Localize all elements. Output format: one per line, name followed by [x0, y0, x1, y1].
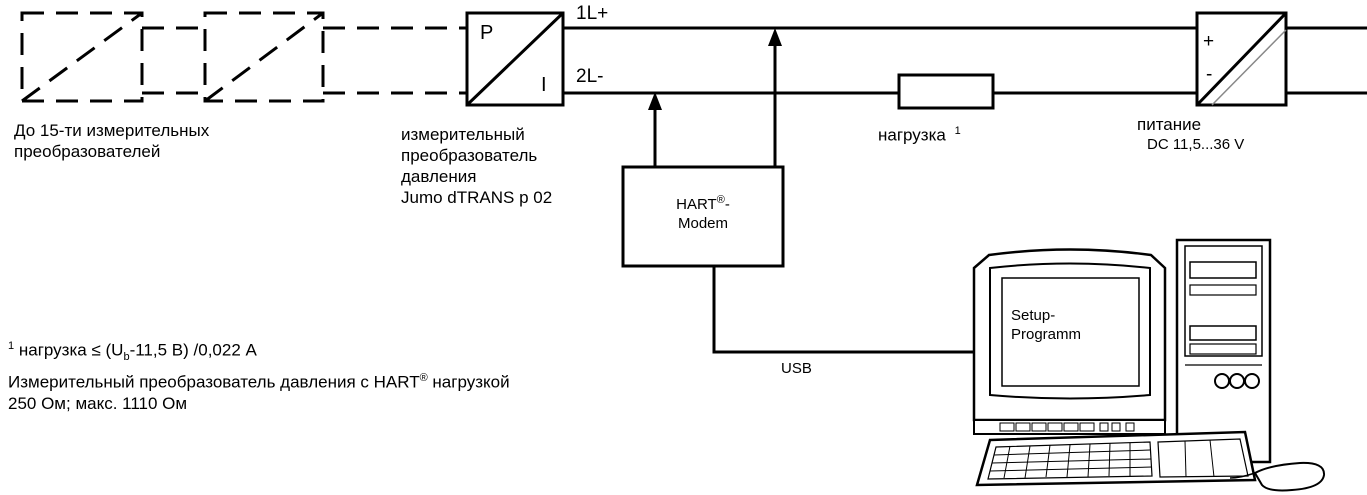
pc-tower [1175, 238, 1272, 464]
power-spec: DC 11,5...36 V [1147, 136, 1245, 153]
modem-hart-text: HART [676, 196, 717, 213]
power-minus: - [1206, 64, 1213, 85]
pressure-p-letter: P [480, 22, 494, 44]
modem-label: HART®- Modem [623, 191, 783, 233]
dashed-transducer-diagonal-2 [204, 11, 324, 103]
power-plus: + [1203, 31, 1215, 52]
footnote-mark: 1 [8, 340, 15, 352]
footnote-line-1-a: нагрузка ≤ (U [18, 340, 124, 360]
pressure-transmitter-label-line-4: Jumo dTRANS p 02 [401, 188, 553, 207]
bus-lines [563, 26, 1367, 95]
load-label-text: нагрузка [878, 125, 946, 145]
pressure-transmitter-box [465, 11, 565, 107]
footnote-line-2: Измерительный преобразователь давления с… [8, 368, 510, 393]
dashed-transducer-diagonal-1 [21, 11, 143, 103]
pressure-transmitter-label-line-3: давления [401, 167, 477, 186]
modem-dash: - [724, 196, 730, 213]
modem-label-line-2: Modem [677, 215, 729, 232]
computer-icon [972, 238, 1326, 492]
footnote: 1 нагрузка ≤ (Ub-11,5 В) /0,022 А Измери… [8, 336, 510, 414]
pressure-transmitter-label-line-1: измерительный [401, 125, 525, 144]
arrow-up-icon [768, 28, 782, 46]
pc-mouse [1229, 461, 1326, 492]
dashed-transducers [20, 11, 467, 103]
arrow-up-icon [648, 92, 662, 110]
load-footnote-mark: 1 [954, 125, 961, 137]
usb-label: USB [781, 360, 812, 377]
transducers-label-line-2: преобразователей [14, 142, 161, 161]
pressure-i-letter: I [541, 74, 547, 96]
power-label: питание [1137, 115, 1202, 134]
transducers-label: До 15-ти измерительных преобразователей [14, 120, 209, 162]
setup-program-line-1: Setup- [1011, 307, 1056, 324]
pressure-transmitter-label-line-2: преобразователь [401, 146, 538, 165]
usb-cable [712, 266, 981, 354]
line-2l-minus-label: 2L- [576, 66, 604, 87]
load-resistor [897, 73, 995, 110]
power-supply-box [1195, 11, 1288, 107]
footnote-registered-mark: ® [419, 372, 428, 385]
pressure-transmitter-label: измерительный преобразователь давления J… [401, 124, 552, 208]
modem-label-line-1: HART®- [623, 191, 783, 214]
footnote-subscript-b: b [123, 351, 130, 364]
footnote-line-2-b: нагрузкой [427, 372, 510, 392]
pc-keyboard [975, 430, 1257, 487]
line-1l-plus-label: 1L+ [576, 3, 609, 24]
setup-program-line-2: Programm [1011, 326, 1082, 343]
hart-modem-box [621, 165, 785, 268]
modem-registered-mark: ® [716, 194, 725, 206]
load-label: нагрузка 1 [878, 121, 961, 146]
pc-monitor [972, 248, 1167, 435]
setup-program-label: Setup- Programm [1011, 306, 1081, 344]
footnote-line-3: 250 Ом; макс. 1110 Ом [8, 393, 188, 413]
modem-connections [648, 28, 782, 167]
transducers-label-line-1: До 15-ти измерительных [14, 121, 210, 140]
footnote-line-1-b: -11,5 В) /0,022 А [129, 340, 257, 360]
footnote-line-1: 1 нагрузка ≤ (Ub-11,5 В) /0,022 А [8, 336, 510, 368]
footnote-line-2-a: Измерительный преобразователь давления с… [8, 372, 420, 392]
